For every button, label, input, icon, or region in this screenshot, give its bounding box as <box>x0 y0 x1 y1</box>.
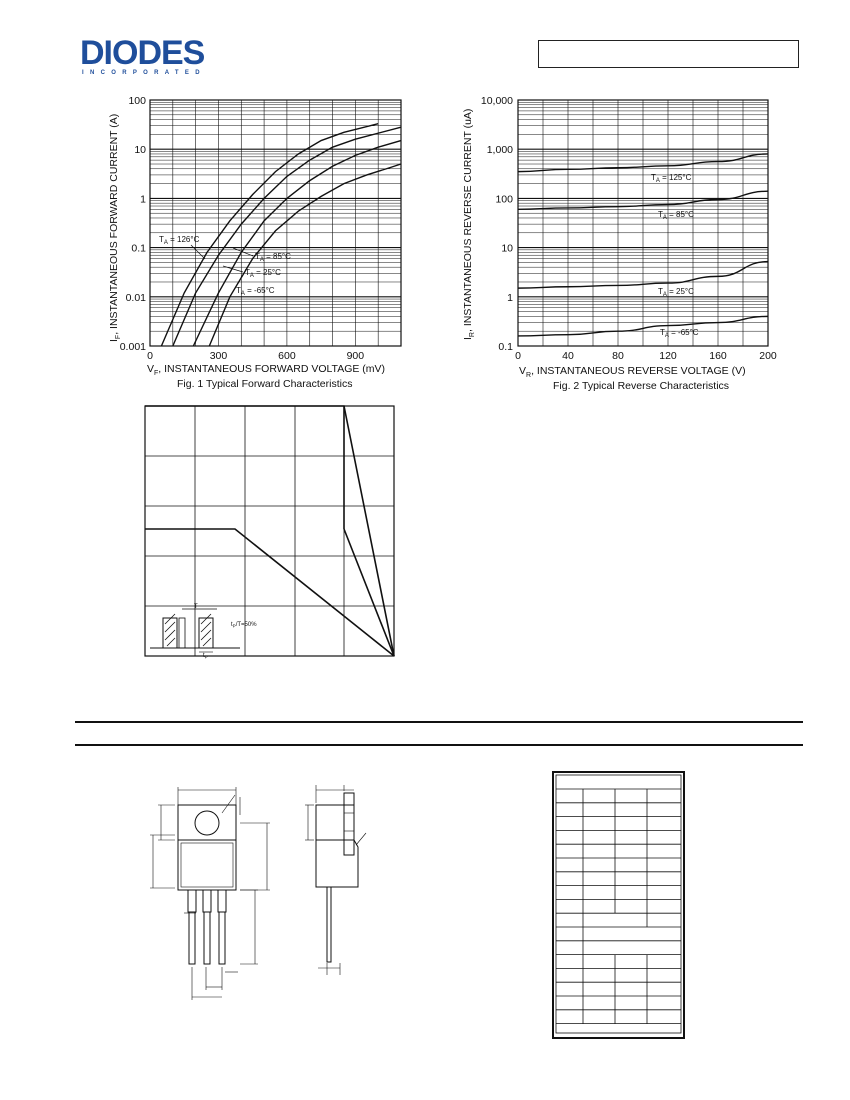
fig1-label-85: TA = 85°C <box>255 252 291 263</box>
fig2-series-3 <box>517 315 769 337</box>
fig1-caption: Fig. 1 Typical Forward Characteristics <box>177 378 352 390</box>
fig1-forward-chart: 100 10 1 0.1 0.01 0.001 0 300 600 900 TA = 126°C… <box>108 95 402 390</box>
fig1-ytick: 0.001 <box>120 341 146 353</box>
fig2-series-0 <box>517 153 769 173</box>
fig1-label-85-leader <box>232 247 254 257</box>
fig3-pulse-inset: T tP/T=50% tP <box>150 604 257 660</box>
dimension-table <box>552 771 685 1039</box>
fig2-xtick: 160 <box>709 350 727 362</box>
logo-wordmark: DIODES <box>80 34 205 72</box>
fig1-label-m65: TA = -65°C <box>236 286 275 297</box>
fig1-label-25-leader <box>222 265 244 273</box>
fig1-plot-frame <box>149 99 402 347</box>
fig2-reverse-chart: 10,000 1,000 100 10 1 0.1 0 40 80 120 160 200 TA =… <box>462 95 777 392</box>
fig1-series-0 <box>160 123 379 347</box>
fig2-ytick: 10 <box>501 243 513 255</box>
fig2-plot-frame <box>517 99 769 347</box>
fig2-label-85: TA = 85°C <box>658 210 694 221</box>
fig2-label-25: TA = 25°C <box>658 287 694 298</box>
fig2-xlabel: VR, INSTANTANEOUS REVERSE VOLTAGE (V) <box>519 365 746 379</box>
diodes-logo: DIODES INCORPORATED <box>80 36 230 78</box>
part-number-box <box>538 40 799 68</box>
fig2-label-125: TA = 125°C <box>651 173 692 184</box>
fig2-series-1 <box>517 190 769 211</box>
fig2-grid <box>518 100 768 347</box>
fig2-ytick: 100 <box>495 193 513 205</box>
logo-subtitle: INCORPORATED <box>82 70 206 76</box>
fig1-label-126: TA = 126°C <box>159 235 200 246</box>
fig1-xtick: 300 <box>210 350 228 362</box>
fig2-ytick: 10,000 <box>481 95 513 107</box>
fig2-ytick: 0.1 <box>498 341 513 353</box>
fig1-label-25: TA = 25°C <box>245 268 281 279</box>
fig1-series-2 <box>192 139 402 347</box>
fig3-derating-chart: T tP/T=50% tP <box>144 405 395 660</box>
fig1-series-1 <box>172 126 402 347</box>
fig2-xtick: 0 <box>515 350 521 362</box>
fig2-ytick: 1 <box>507 292 513 304</box>
fig2-xtick: 40 <box>562 350 574 362</box>
fig1-ytick: 100 <box>128 95 146 107</box>
fig1-series-3 <box>208 163 402 347</box>
fig1-xtick: 900 <box>347 350 365 362</box>
fig2-caption: Fig. 2 Typical Reverse Characteristics <box>553 380 729 392</box>
fig3-tp-label: tP <box>203 653 208 660</box>
fig1-ytick: 0.01 <box>126 292 147 304</box>
fig1-xtick: 0 <box>147 350 153 362</box>
fig1-ylabel: IF, INSTANTANEOUS FORWARD CURRENT (A) <box>108 114 122 342</box>
fig1-ytick: 0.1 <box>131 243 146 255</box>
fig3-duty-label: tP/T=50% <box>231 622 257 629</box>
fig1-curves <box>160 123 402 347</box>
fig2-curves <box>517 153 769 337</box>
fig2-xtick: 80 <box>612 350 624 362</box>
fig1-ytick: 10 <box>134 144 146 156</box>
package-outline-front <box>150 787 270 1000</box>
section-rule-top <box>75 721 803 723</box>
fig1-label-126-leader <box>190 244 206 260</box>
fig1-xlabel: VF, INSTANTANEOUS FORWARD VOLTAGE (mV) <box>147 363 385 377</box>
package-outline-side <box>305 785 367 975</box>
fig2-series-2 <box>517 260 769 289</box>
fig2-label-m65: TA = -65°C <box>660 328 699 339</box>
fig2-xtick: 200 <box>759 350 777 362</box>
fig3-curves <box>145 405 395 657</box>
fig2-ylabel: IR, INSTANTANEOUS REVERSE CURRENT (uA) <box>462 109 476 340</box>
fig1-xtick: 600 <box>278 350 296 362</box>
fig1-grid <box>150 100 401 347</box>
fig3-period-label: T <box>194 604 198 610</box>
fig2-xtick: 120 <box>659 350 677 362</box>
fig2-ytick: 1,000 <box>487 144 513 156</box>
fig1-ytick: 1 <box>140 193 146 205</box>
section-rule-bottom <box>75 744 803 746</box>
